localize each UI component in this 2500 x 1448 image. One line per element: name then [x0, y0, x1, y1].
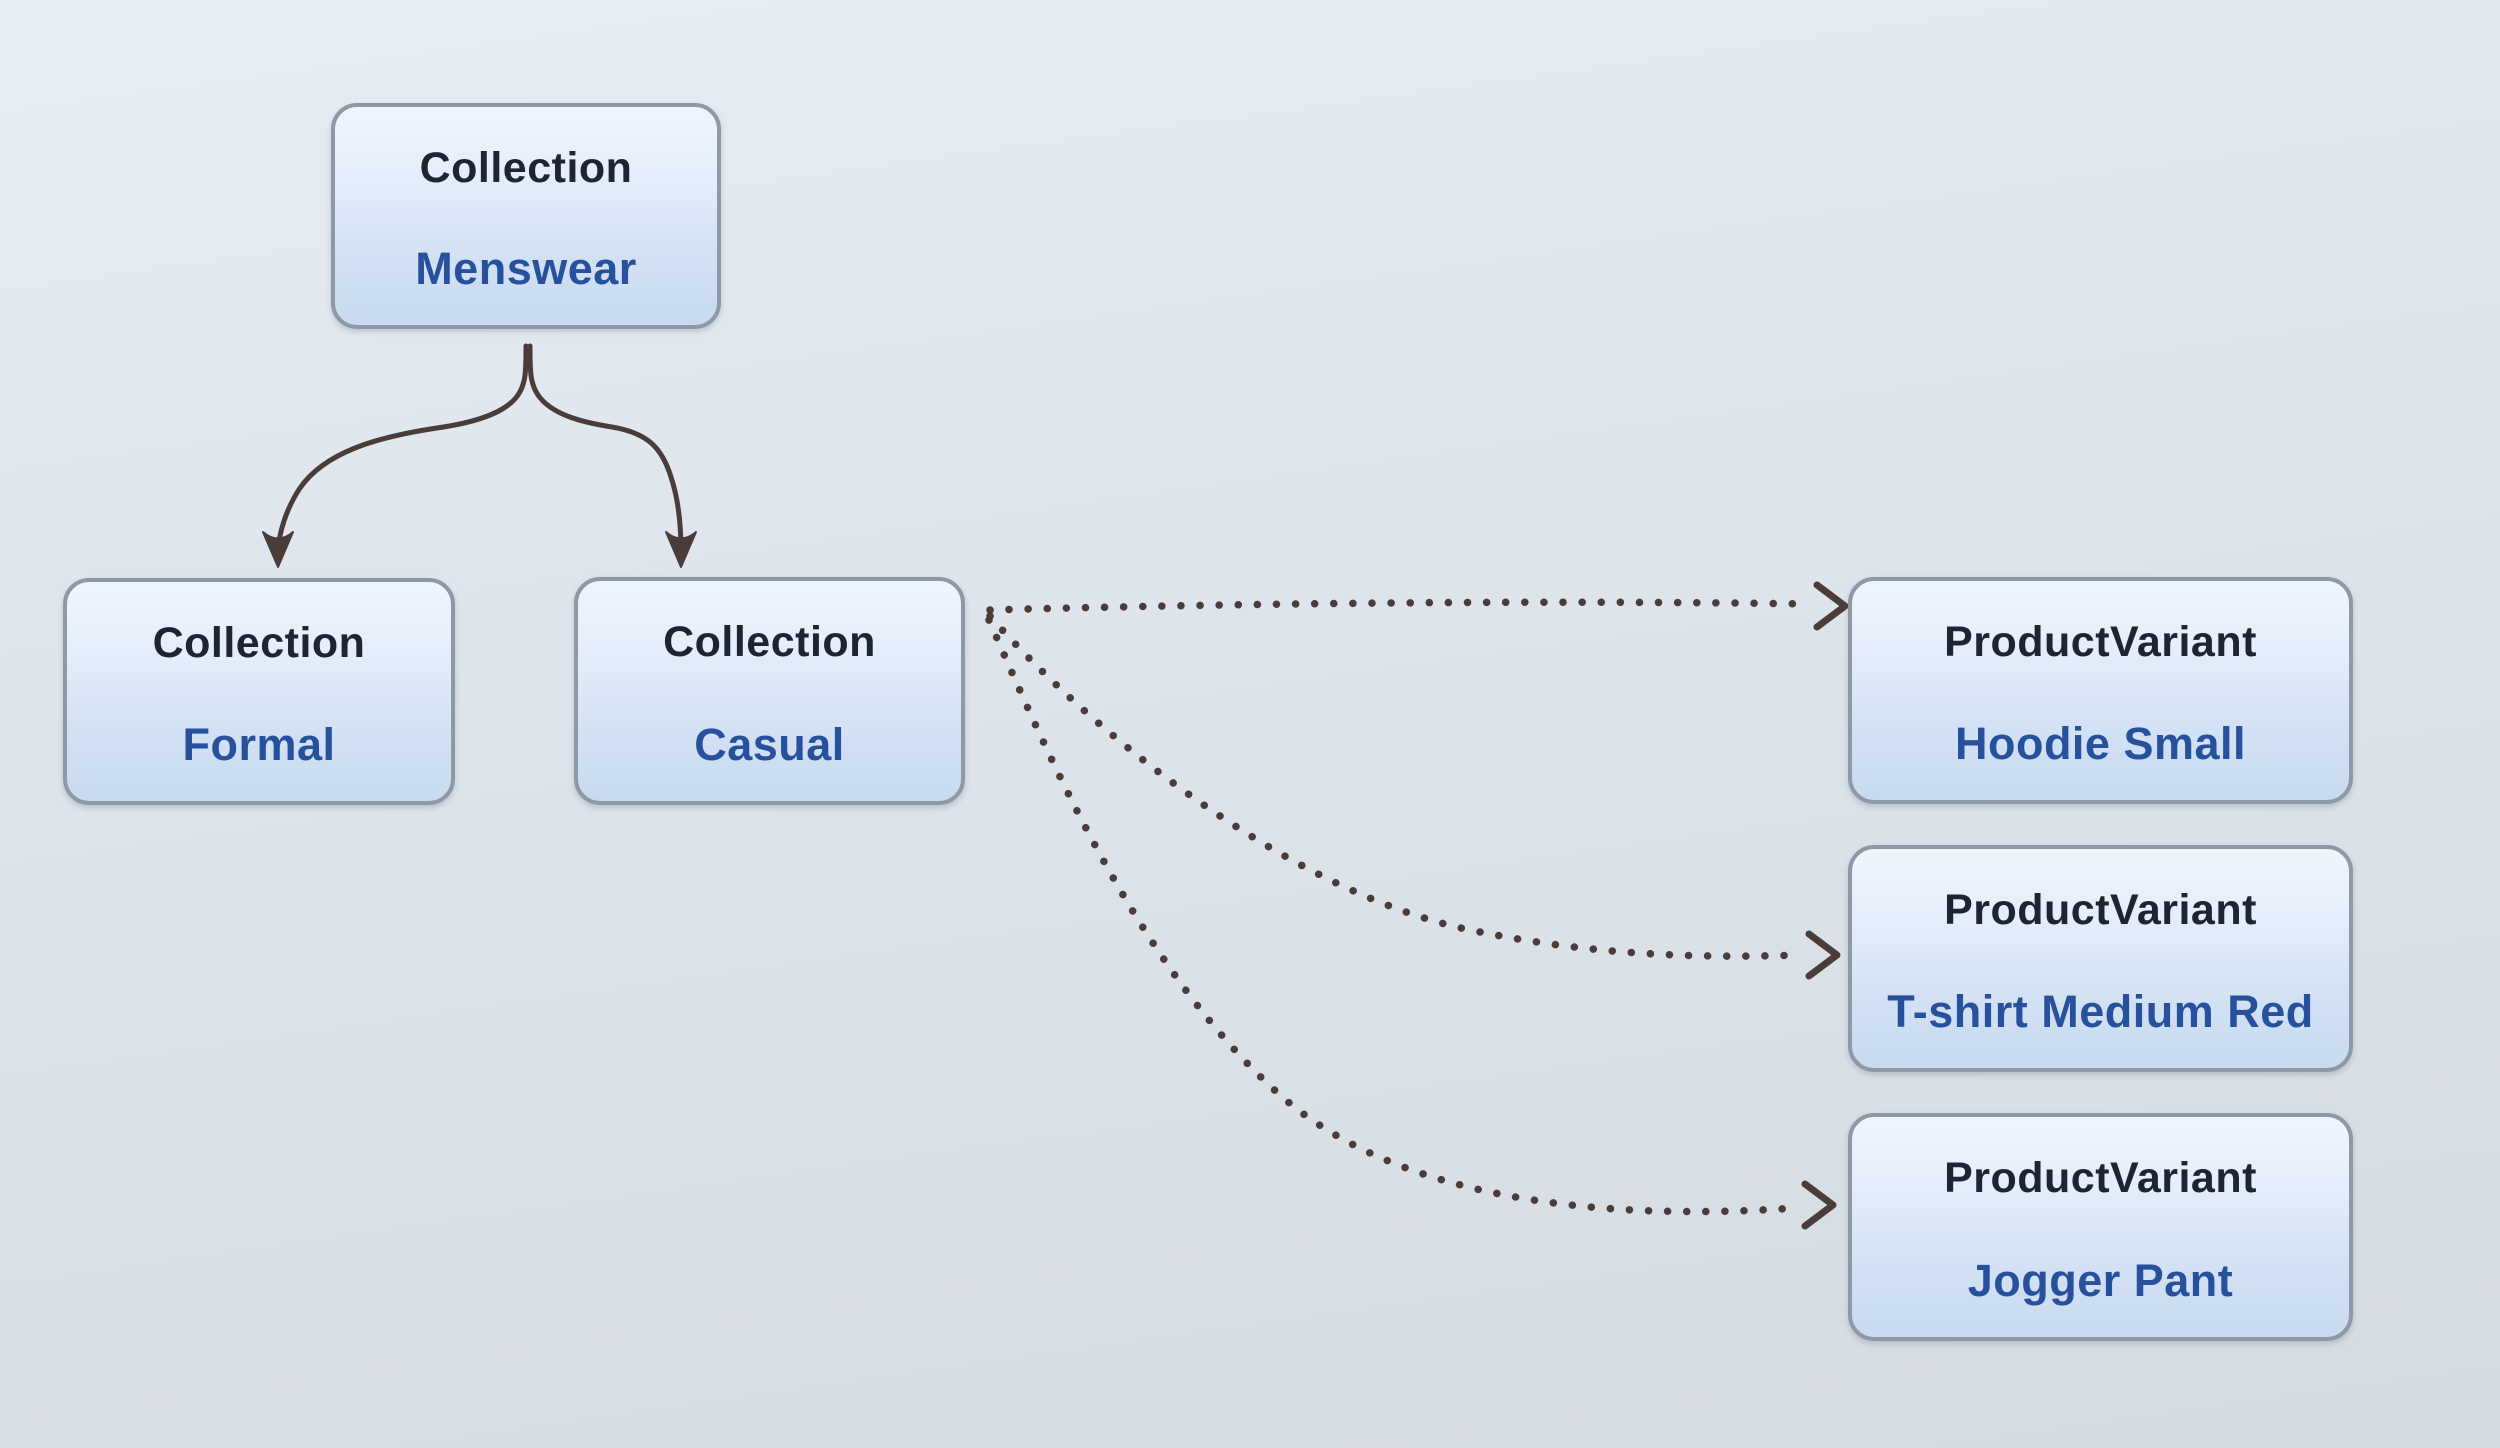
node-collection-menswear: Collection Menswear — [331, 103, 721, 329]
node-instance-label: Hoodie Small — [1954, 718, 2247, 769]
node-type-label: ProductVariant — [1944, 1154, 2257, 1202]
node-type-label: Collection — [152, 619, 366, 667]
node-collection-casual: Collection Casual — [574, 577, 965, 805]
node-productvariant-jogger-pant: ProductVariant Jogger Pant — [1848, 1113, 2353, 1341]
node-instance-label: Menswear — [415, 243, 637, 294]
node-instance-label: Casual — [694, 719, 845, 770]
node-productvariant-tshirt-medium-red: ProductVariant T-shirt Medium Red — [1848, 845, 2353, 1072]
node-instance-label: Formal — [182, 719, 336, 770]
arrowhead-hoodie — [1813, 581, 1849, 631]
node-collection-formal: Collection Formal — [63, 578, 455, 805]
edge-casual-hoodie — [986, 598, 1810, 614]
node-type-label: Collection — [419, 144, 633, 192]
arrowhead-casual — [665, 531, 697, 568]
node-instance-label: T-shirt Medium Red — [1887, 986, 2314, 1037]
arrowhead-tshirt — [1805, 930, 1841, 980]
edge-menswear-formal — [275, 343, 529, 554]
node-type-label: ProductVariant — [1944, 618, 2257, 666]
edge-menswear-casual — [527, 343, 684, 554]
node-productvariant-hoodie-small: ProductVariant Hoodie Small — [1848, 577, 2353, 804]
node-type-label: ProductVariant — [1944, 886, 2257, 934]
node-instance-label: Jogger Pant — [1967, 1255, 2234, 1306]
edge-casual-tshirt — [986, 612, 1804, 960]
arrowhead-formal — [262, 531, 294, 568]
edge-casual-jogger — [985, 616, 1800, 1216]
node-type-label: Collection — [663, 618, 876, 666]
arrowhead-jogger — [1801, 1180, 1837, 1230]
